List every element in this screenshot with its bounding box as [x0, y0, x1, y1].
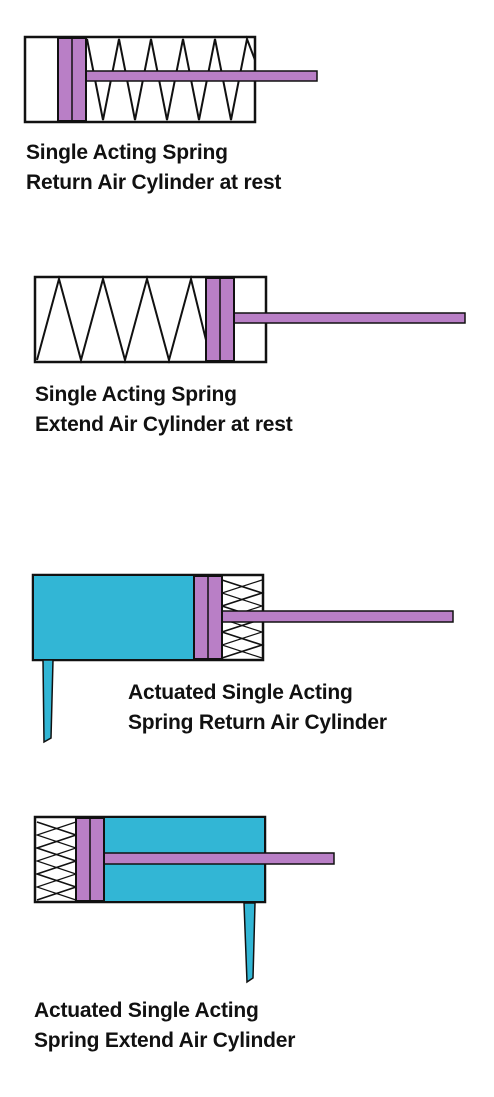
spring	[36, 275, 207, 364]
caption-line: Actuated Single Acting	[34, 999, 259, 1022]
piston-rod	[85, 70, 318, 82]
caption-line: Spring Return Air Cylinder	[128, 711, 387, 734]
spring-return-cylinder-at-rest	[23, 35, 318, 124]
piston-rod	[221, 610, 454, 623]
caption-line: Actuated Single Acting	[128, 681, 353, 704]
caption-line: Extend Air Cylinder at rest	[35, 413, 293, 436]
caption-actuated-spring-extend: Actuated Single Acting Spring Extend Air…	[34, 996, 295, 1056]
piston-rod	[103, 852, 335, 865]
caption-line: Single Acting Spring	[26, 141, 228, 164]
piston-rod	[233, 312, 466, 324]
caption-line: Single Acting Spring	[35, 383, 237, 406]
spring-extend-cylinder-at-rest	[33, 275, 466, 364]
actuated-spring-return-cylinder	[31, 573, 454, 744]
spring-back-coil	[35, 821, 78, 901]
caption-line: Spring Extend Air Cylinder	[34, 1029, 296, 1052]
caption-line: Return Air Cylinder at rest	[26, 171, 282, 194]
pressurized-air-chamber	[34, 576, 194, 659]
caption-spring-return-at-rest: Single Acting Spring Return Air Cylinder…	[26, 138, 281, 198]
air-inlet-port	[42, 659, 54, 744]
caption-actuated-spring-return: Actuated Single Acting Spring Return Air…	[128, 678, 387, 738]
actuated-spring-extend-cylinder	[33, 815, 335, 984]
caption-spring-extend-at-rest: Single Acting Spring Extend Air Cylinder…	[35, 380, 293, 440]
air-inlet-port	[243, 902, 256, 984]
